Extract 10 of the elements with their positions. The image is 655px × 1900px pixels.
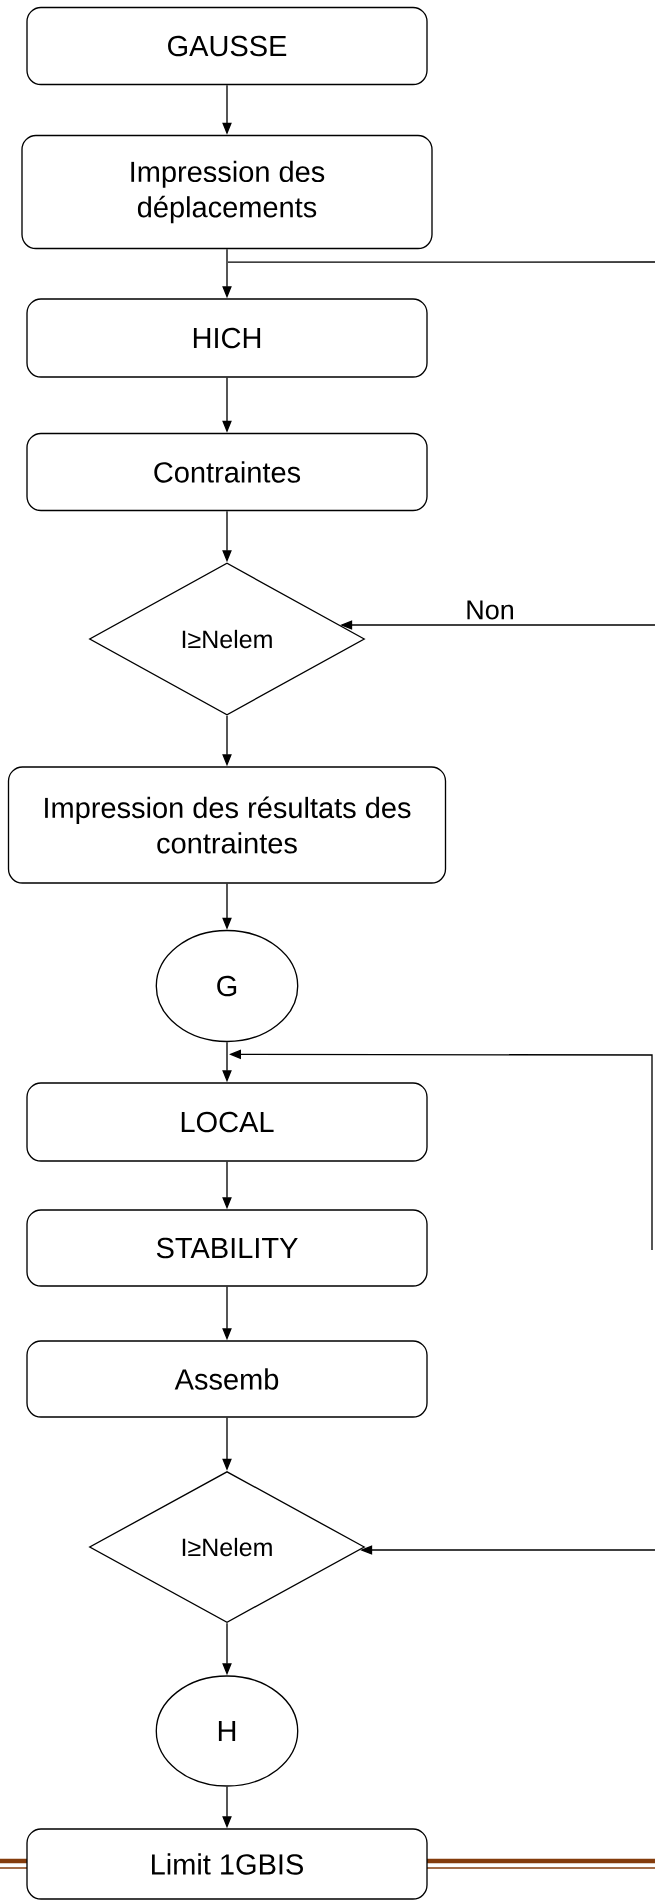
edge-label: Non bbox=[463, 599, 517, 621]
process-box: Limit 1GBIS bbox=[26, 1828, 428, 1900]
process-box: STABILITY bbox=[26, 1209, 428, 1287]
process-box: LOCAL bbox=[26, 1082, 428, 1162]
process-box: Impression des déplacements bbox=[21, 134, 433, 250]
process-box: Contraintes bbox=[26, 432, 428, 512]
process-box: GAUSSE bbox=[26, 6, 428, 86]
process-box: HICH bbox=[26, 298, 428, 378]
process-box: Impression des résultats des contraintes bbox=[7, 766, 447, 884]
process-box: Assemb bbox=[26, 1340, 428, 1418]
